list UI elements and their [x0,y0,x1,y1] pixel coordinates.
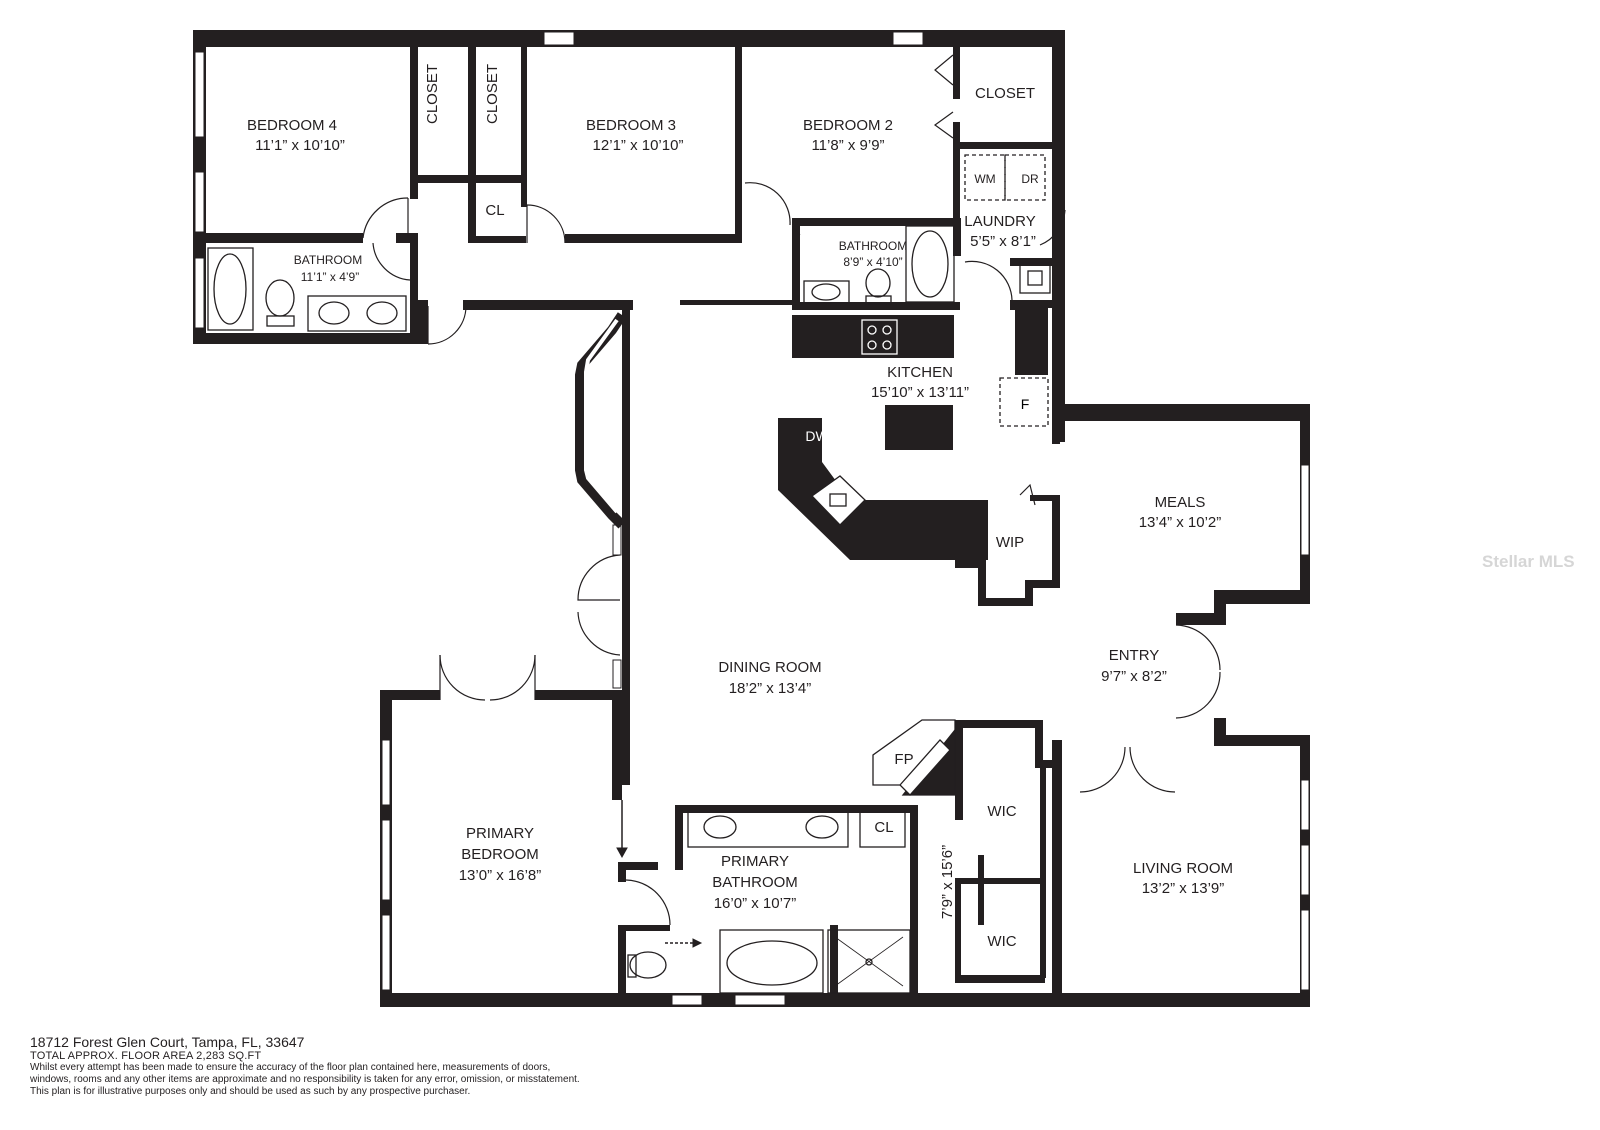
disclaimer-line-2: windows, rooms and any other items are a… [30,1074,580,1085]
disclaimer-line-1: Whilst every attempt has been made to en… [30,1062,551,1073]
bay-window [575,312,627,529]
entry-name: ENTRY [1109,647,1160,664]
fixtures [207,154,1051,994]
watermark: Stellar MLS [1482,552,1575,571]
dining-dims: 18’2” x 13’4” [729,680,812,697]
bath-left-name: BATHROOM [294,253,362,267]
dining-name: DINING ROOM [718,659,821,676]
closet-label-1: CLOSET [424,64,441,124]
kitchen-dims: 15’10” x 13’11” [871,384,969,401]
arrows [616,800,703,948]
walls [193,30,1310,1007]
meals-name: MEALS [1155,494,1206,511]
primary-bath-name1: PRIMARY [721,853,789,870]
bedroom4-dims: 11’1” x 10’10” [255,137,345,154]
wic-label-2: WIC [987,933,1016,950]
windows [194,31,1310,1006]
bedroom2-name: BEDROOM 2 [803,117,893,134]
fp-label: FP [894,751,913,768]
closet-label-2: CLOSET [484,64,501,124]
living-dims: 13’2” x 13’9” [1142,880,1225,897]
wm-label: WM [974,172,995,186]
primary-bath-dims: 16’0” x 10’7” [714,895,797,912]
cl-label-2: CL [874,819,893,836]
primary-bed-name2: BEDROOM [461,846,539,863]
floor-area: TOTAL APPROX. FLOOR AREA 2,283 SQ.FT [30,1050,262,1062]
dr-label: DR [1021,172,1039,186]
fireplace [872,719,956,796]
doors [362,54,1221,926]
cl-label-1: CL [485,202,504,219]
wic-label-1: WIC [987,803,1016,820]
bedroom3-dims: 12’1” x 10’10” [593,137,684,154]
entry-dims: 9’7” x 8’2” [1101,668,1167,685]
kitchen-counters [778,305,1048,560]
bedroom3-name: BEDROOM 3 [586,117,676,134]
bedroom2-dims: 11’8” x 9’9” [811,137,884,154]
dishwasher-label: DW [805,428,829,444]
footer: 18712 Forest Glen Court, Tampa, FL, 3364… [30,1034,730,1098]
address: 18712 Forest Glen Court, Tampa, FL, 3364… [30,1034,305,1050]
bath-left-dims: 11’1” x 4’9” [301,270,359,284]
wip-label: WIP [996,534,1024,551]
primary-bed-name1: PRIMARY [466,825,534,842]
disclaimer-line-3: This plan is for illustrative purposes o… [30,1086,471,1097]
room-labels: BEDROOM 4 11’1” x 10’10” CLOSET CLOSET B… [247,64,1233,950]
wic-dims: 7’9” x 15’6” [939,845,956,919]
meals-dims: 13’4” x 10’2” [1139,514,1222,531]
kitchen-name: KITCHEN [887,364,953,381]
primary-bath-name2: BATHROOM [712,874,798,891]
bath-mid-name: BATHROOM [839,239,907,253]
living-name: LIVING ROOM [1133,860,1233,877]
fridge-label: F [1021,396,1030,412]
bedroom4-name: BEDROOM 4 [247,117,337,134]
laundry-name: LAUNDRY [964,213,1035,230]
kitchen-detail [811,319,898,526]
bath-mid-dims: 8’9” x 4’10” [843,255,902,269]
primary-bed-dims: 13’0” x 16’8” [459,867,542,884]
closet-label-3: CLOSET [975,85,1035,102]
laundry-dims: 5’5” x 8’1” [970,233,1036,250]
